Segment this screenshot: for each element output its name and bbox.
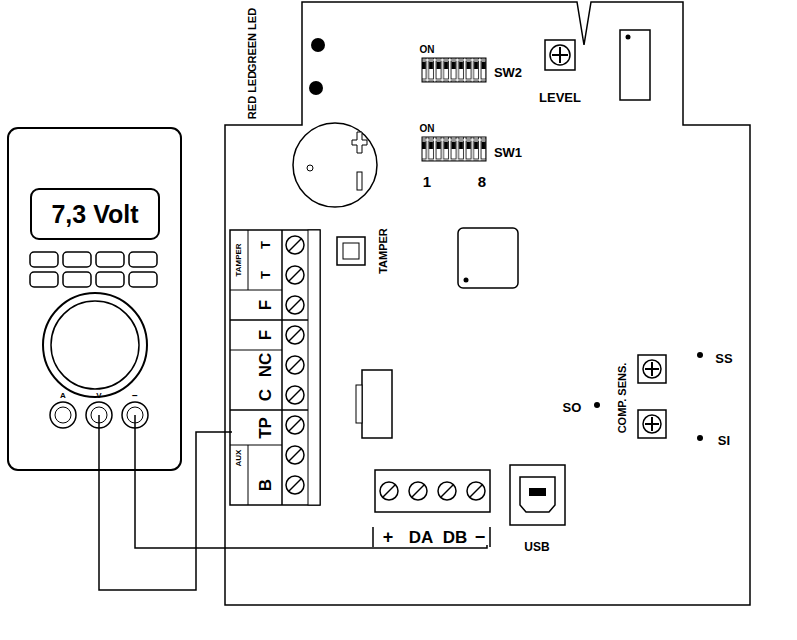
switch-label: ON [420,124,435,134]
red-led [309,81,323,95]
led-label: GREEN LED [247,8,258,72]
terminal-group: AUX [235,450,243,467]
dip-switch [422,137,486,161]
processor-chip [458,228,518,288]
terminal-block [375,470,490,512]
switch-label: TAMPER [378,228,389,274]
terminal-name: DB [443,529,468,546]
switch-label: ON [420,45,435,55]
probe-wire [135,415,487,548]
pin-number: 1 [423,174,431,189]
terminal-name: + [383,528,394,546]
led-label: RED LED [247,71,258,119]
circuit-board [225,2,750,605]
terminal-name: DA [409,529,434,546]
port-label: USB [524,541,549,553]
test-point-label: SS [715,352,732,365]
dip-switch [422,58,486,82]
test-point-label: SI [718,434,730,447]
ic-chip [620,30,650,100]
trimmer [638,355,666,438]
buzzer [293,123,377,207]
relay [362,370,392,438]
jack-label: A [60,392,66,400]
terminal-name: TP [257,417,274,439]
trimmer-label: COMP. SENS. [617,363,628,434]
jack-label: V [96,392,101,400]
usb-port [510,465,565,525]
terminal-group: TAMPER [235,243,243,276]
switch-label: SW1 [494,146,522,159]
terminal-name: F [257,300,274,310]
test-point [697,435,703,441]
terminal-name: T [259,241,272,249]
pin-number: 8 [478,174,486,189]
terminal-name: F [257,330,274,340]
terminal-block [230,230,320,505]
test-point-label: SO [563,401,582,414]
test-point [697,352,703,358]
terminal-name: − [475,528,486,546]
green-led [311,38,325,52]
trimmer [545,40,575,70]
trimmer-label: LEVEL [539,91,581,104]
meter-display: 7,3 Volt [30,188,160,240]
terminal-name: C [257,389,274,401]
terminal-name: B [257,479,274,491]
multimeter [8,128,181,470]
tamper-switch [337,237,365,265]
terminal-name: NC [257,353,274,378]
jack-label: − [132,391,138,401]
probe-wire [99,415,232,590]
meter-reading: 7,3 Volt [51,200,138,229]
terminal-name: T [259,271,272,279]
test-point [594,402,600,408]
switch-label: SW2 [494,66,522,79]
